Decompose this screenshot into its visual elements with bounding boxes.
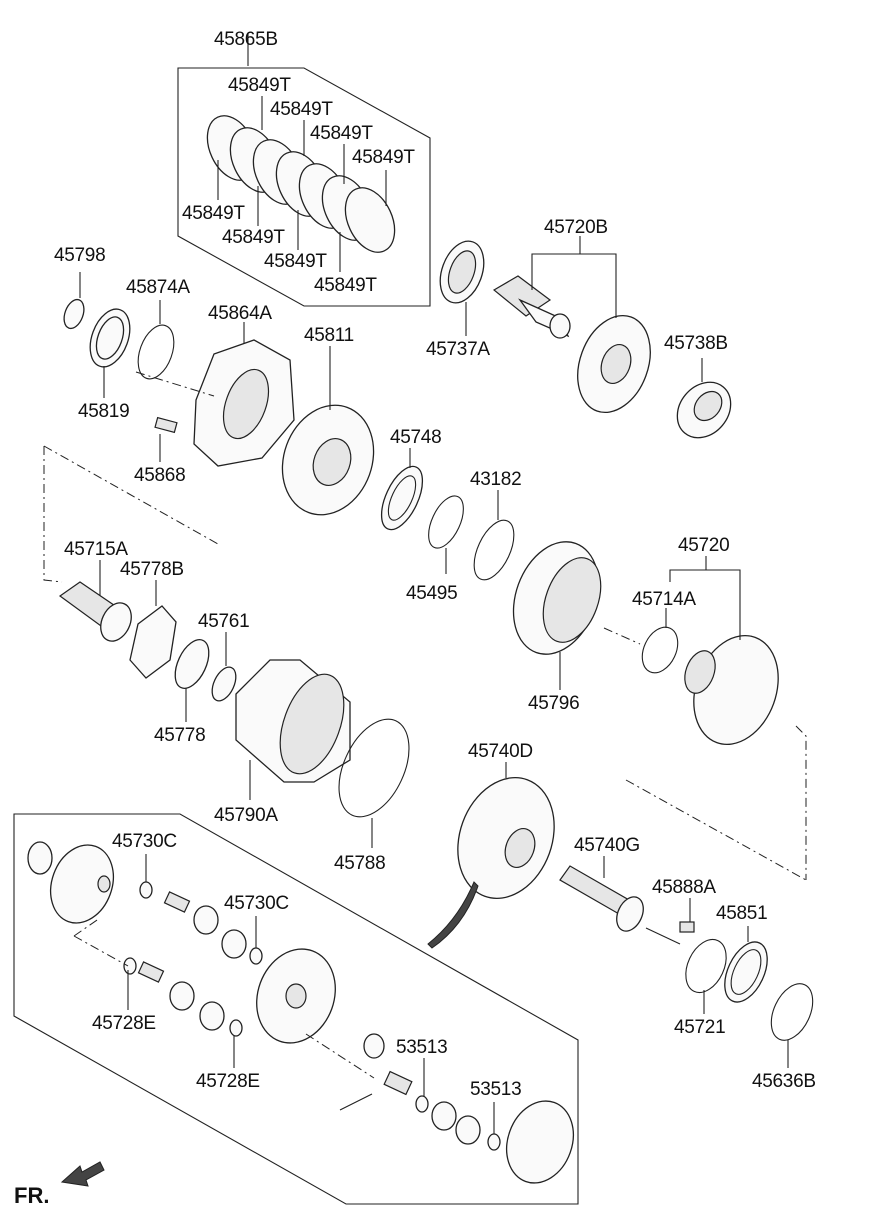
label-45811: 45811 — [304, 325, 354, 346]
pin-45888A — [679, 898, 695, 933]
label-45748: 45748 — [390, 427, 442, 448]
label-45728E: 45728E — [196, 1071, 260, 1092]
label-43182: 43182 — [470, 469, 522, 490]
shaft-gear-45720B — [492, 236, 651, 414]
front-arrow-icon — [60, 1161, 105, 1187]
label-45849T: 45849T — [182, 203, 245, 224]
ring-45721 — [685, 938, 727, 1014]
gear-45811 — [281, 346, 375, 516]
label-45888A: 45888A — [652, 877, 716, 898]
clip-43182 — [473, 490, 515, 581]
snap-ring-45788 — [338, 718, 410, 848]
label-45851: 45851 — [716, 903, 768, 924]
planet-45720 — [603, 556, 807, 881]
label-53513: 53513 — [396, 1037, 448, 1058]
label-45714A: 45714A — [632, 589, 696, 610]
label-45849T: 45849T — [314, 275, 377, 296]
ring-leader-lines — [217, 96, 387, 272]
washer-45798 — [63, 272, 85, 330]
label-45740G: 45740G — [574, 835, 640, 856]
label-45740D: 45740D — [468, 741, 533, 762]
bearing-45738B — [676, 358, 732, 439]
shaft-45740G — [559, 856, 681, 945]
label-45864A: 45864A — [208, 303, 272, 324]
label-45737A: 45737A — [426, 339, 490, 360]
front-label: FR. — [14, 1183, 50, 1208]
snap-ring-45874A — [137, 300, 175, 380]
label-45721: 45721 — [674, 1017, 726, 1038]
label-45720: 45720 — [678, 535, 730, 556]
plate-45778B — [129, 580, 177, 679]
dash-lines-left — [43, 445, 219, 583]
label-45761: 45761 — [198, 611, 250, 632]
label-45715A: 45715A — [64, 539, 128, 560]
thrust-bearing-45748 — [380, 448, 424, 531]
label-45738B: 45738B — [664, 333, 728, 354]
bearing-45737A — [439, 240, 485, 336]
ring-45636B — [770, 983, 814, 1068]
label-45495: 45495 — [406, 583, 458, 604]
ring-45495 — [428, 495, 464, 574]
label-53513: 53513 — [470, 1079, 522, 1100]
label-45636B: 45636B — [752, 1071, 816, 1092]
label-45868: 45868 — [134, 465, 186, 486]
carrier-45740D — [427, 762, 555, 949]
shaft-45715A — [58, 560, 132, 642]
ring-kit-box — [177, 34, 431, 307]
label-45849T: 45849T — [264, 251, 327, 272]
label-45819: 45819 — [78, 401, 130, 422]
drum-45796 — [512, 541, 602, 690]
label-45865B: 45865B — [214, 29, 278, 50]
label-45849T: 45849T — [270, 99, 333, 120]
label-45788: 45788 — [334, 853, 386, 874]
planet-kit-parts — [27, 841, 574, 1184]
drum-45790A — [235, 659, 351, 800]
label-45720B: 45720B — [544, 217, 608, 238]
label-45796: 45796 — [528, 693, 580, 714]
friction-rings — [206, 115, 396, 253]
label-45730C: 45730C — [224, 893, 289, 914]
bolt-45868 — [154, 416, 178, 462]
label-45849T: 45849T — [228, 75, 291, 96]
ring-45714A — [641, 608, 679, 674]
label-45790A: 45790A — [214, 805, 278, 826]
ring-45761 — [211, 632, 237, 702]
label-45849T: 45849T — [352, 147, 415, 168]
planet-kit-box — [13, 813, 579, 1205]
label-45730C: 45730C — [112, 831, 177, 852]
bearing-45851 — [724, 926, 768, 1003]
label-45874A: 45874A — [126, 277, 190, 298]
ring-45778 — [174, 639, 210, 722]
ring-gear-45819 — [89, 308, 131, 398]
label-45849T: 45849T — [310, 123, 373, 144]
label-45778B: 45778B — [120, 559, 184, 580]
label-45849T: 45849T — [222, 227, 285, 248]
label-45728E: 45728E — [92, 1013, 156, 1034]
label-45778: 45778 — [154, 725, 206, 746]
label-45798: 45798 — [54, 245, 106, 266]
retainer-45864A — [135, 322, 295, 467]
